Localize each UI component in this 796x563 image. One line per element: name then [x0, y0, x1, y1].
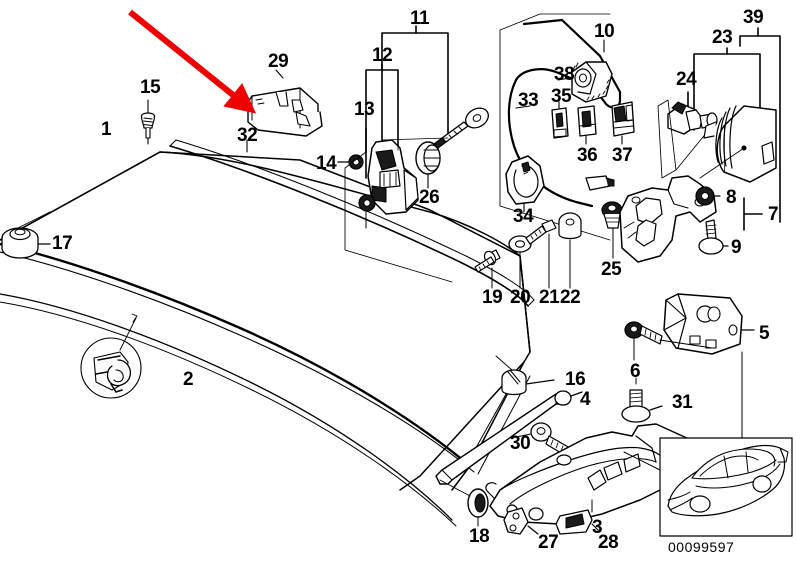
- part-label-30: 30: [510, 433, 531, 454]
- part-label-37: 37: [612, 145, 633, 166]
- part-label-4: 4: [580, 389, 591, 410]
- part-label-38: 38: [554, 64, 575, 85]
- group-boundary-11b: [344, 137, 453, 283]
- part-22-cap: [558, 212, 582, 289]
- part-27-plate: [503, 507, 539, 535]
- bracket-11: [381, 25, 449, 141]
- part-label-10: 10: [594, 21, 615, 42]
- part-16-grommet: [495, 355, 555, 396]
- part-26-cylinder-cover: [415, 141, 441, 189]
- part-label-23: 23: [712, 27, 733, 48]
- part-35-clip: [551, 101, 569, 139]
- part-33-cable: [507, 68, 615, 208]
- part-label-6: 6: [630, 361, 641, 382]
- part-15-expander-rivet: [140, 99, 156, 145]
- part-label-26: 26: [419, 187, 440, 208]
- part-trunk-lid-outer: [0, 139, 535, 527]
- part-label-1: 1: [101, 119, 112, 140]
- part-label-34: 34: [513, 206, 534, 227]
- part-37-clip: [611, 101, 635, 145]
- part-label-2: 2: [183, 369, 194, 390]
- part-label-7: 7: [768, 204, 779, 225]
- part-label-20: 20: [510, 287, 531, 308]
- part-label-25: 25: [601, 259, 622, 280]
- part-8-bush: [695, 186, 721, 206]
- part-label-36: 36: [577, 145, 598, 166]
- part-23-actuator-motor: [699, 105, 777, 183]
- part-label-3: 3: [592, 517, 603, 538]
- part-30-bolt: [515, 422, 579, 457]
- part-4-torsion-bar: [435, 390, 583, 485]
- part-label-5: 5: [759, 323, 770, 344]
- part-label-17: 17: [52, 233, 73, 254]
- part-7-hinge-bracket: [619, 175, 717, 263]
- part-label-32: 32: [237, 125, 258, 146]
- bracket-39: [739, 27, 781, 223]
- part-label-31: 31: [672, 392, 693, 413]
- part-38-latch-striker: [557, 61, 613, 103]
- part-label-21: 21: [539, 287, 560, 308]
- part-18-ring: [439, 479, 489, 527]
- part-label-24: 24: [676, 69, 697, 90]
- part-31-buffer: [621, 377, 663, 423]
- part-20-washer: [508, 235, 532, 289]
- part-label-15: 15: [140, 77, 161, 98]
- part-label-29: 29: [268, 51, 289, 72]
- part-lock-assembly: [337, 139, 419, 229]
- part-9-bolt: [698, 219, 729, 255]
- part-24-connector: [657, 99, 718, 179]
- red-pointer-arrow: [128, 9, 257, 114]
- part-label-19: 19: [482, 287, 503, 308]
- part-5-catch-block: [663, 293, 755, 355]
- part-label-35: 35: [551, 86, 572, 107]
- part-36-clip: [577, 105, 597, 145]
- part-6-bolt: [624, 321, 713, 361]
- part-label-27: 27: [538, 532, 559, 553]
- part-29-license-lamp: [246, 69, 323, 153]
- part-label-39: 39: [743, 7, 764, 28]
- part-label-13: 13: [354, 99, 375, 120]
- seal-detail-magnifier: [80, 313, 142, 399]
- part-17-buffer-stop: [1, 211, 51, 259]
- part-label-8: 8: [726, 187, 737, 208]
- part-label-9: 9: [731, 237, 742, 258]
- bracket-7: [743, 197, 763, 231]
- part-label-33: 33: [518, 90, 539, 111]
- part-19-screw: [474, 249, 501, 289]
- part-label-22: 22: [560, 287, 581, 308]
- part-label-16: 16: [565, 369, 586, 390]
- part-21-bolt: [525, 219, 557, 289]
- part-label-18: 18: [469, 526, 490, 547]
- part-label-28: 28: [598, 532, 619, 553]
- part-label-12: 12: [372, 45, 393, 66]
- diagram-id-caption: 00099597: [668, 539, 735, 555]
- part-key: [433, 107, 489, 149]
- part-34-grip-handle: [505, 155, 545, 213]
- part-label-14: 14: [316, 153, 337, 174]
- vehicle-silhouette-inset: [623, 351, 793, 537]
- part-28-clip: [555, 509, 599, 535]
- part-label-11: 11: [410, 8, 430, 29]
